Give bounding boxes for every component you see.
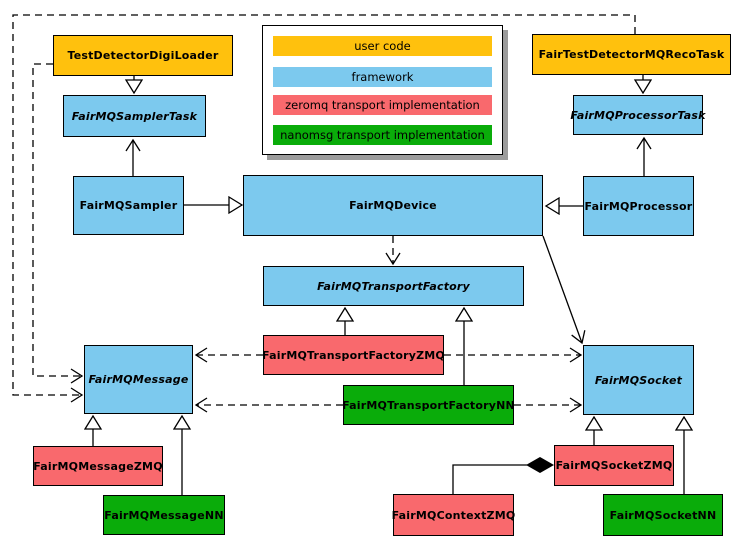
node-fairmqprocessortask: FairMQProcessorTask <box>570 95 705 135</box>
edge-fairtestdetectormqrecotask-fairmqmessage <box>12 14 636 403</box>
node-fairmqprocessor: FairMQProcessor <box>583 176 694 236</box>
node-fairmqtransportfactorynn: FairMQTransportFactoryNN <box>342 385 515 425</box>
edge-fairmqdevice-fairmqsocket <box>542 235 586 345</box>
node-fairmqcontextzmq: FairMQContextZMQ <box>392 494 515 536</box>
composition-diamond-icon <box>526 457 554 473</box>
node-fairmqsocketnn: FairMQSocketNN <box>603 494 723 536</box>
node-fairmqmessagezmq: FairMQMessageZMQ <box>33 446 163 486</box>
node-fairmqsamplertask: FairMQSamplerTask <box>63 95 206 137</box>
node-fairmqdevice: FairMQDevice <box>243 175 543 236</box>
legend: user code framework zeromq transport imp… <box>262 25 503 155</box>
node-fairmqsocketzmq: FairMQSocketZMQ <box>554 445 674 486</box>
node-fairmqsocket: FairMQSocket <box>583 345 694 415</box>
legend-item-zeromq-transport: zeromq transport implementation <box>273 95 492 115</box>
node-fairmqtransportfactory: FairMQTransportFactory <box>263 266 524 306</box>
edge-fairmqcontextzmq-fairmqsocketzmq <box>452 464 527 494</box>
node-fairmqsampler: FairMQSampler <box>73 176 184 235</box>
legend-item-user-code: user code <box>273 36 492 56</box>
node-fairmqmessage: FairMQMessage <box>84 345 193 414</box>
node-testdetectordigiloader: TestDetectorDigiLoader <box>53 35 233 76</box>
legend-item-nanomsg-transport: nanomsg transport implementation <box>273 125 492 145</box>
legend-item-framework: framework <box>273 67 492 87</box>
node-fairmqmessagenn: FairMQMessageNN <box>103 495 225 535</box>
node-fairtestdetectormqrecotask: FairTestDetectorMQRecoTask <box>532 34 731 75</box>
node-fairmqtransportfactoryzmq: FairMQTransportFactoryZMQ <box>262 335 445 375</box>
